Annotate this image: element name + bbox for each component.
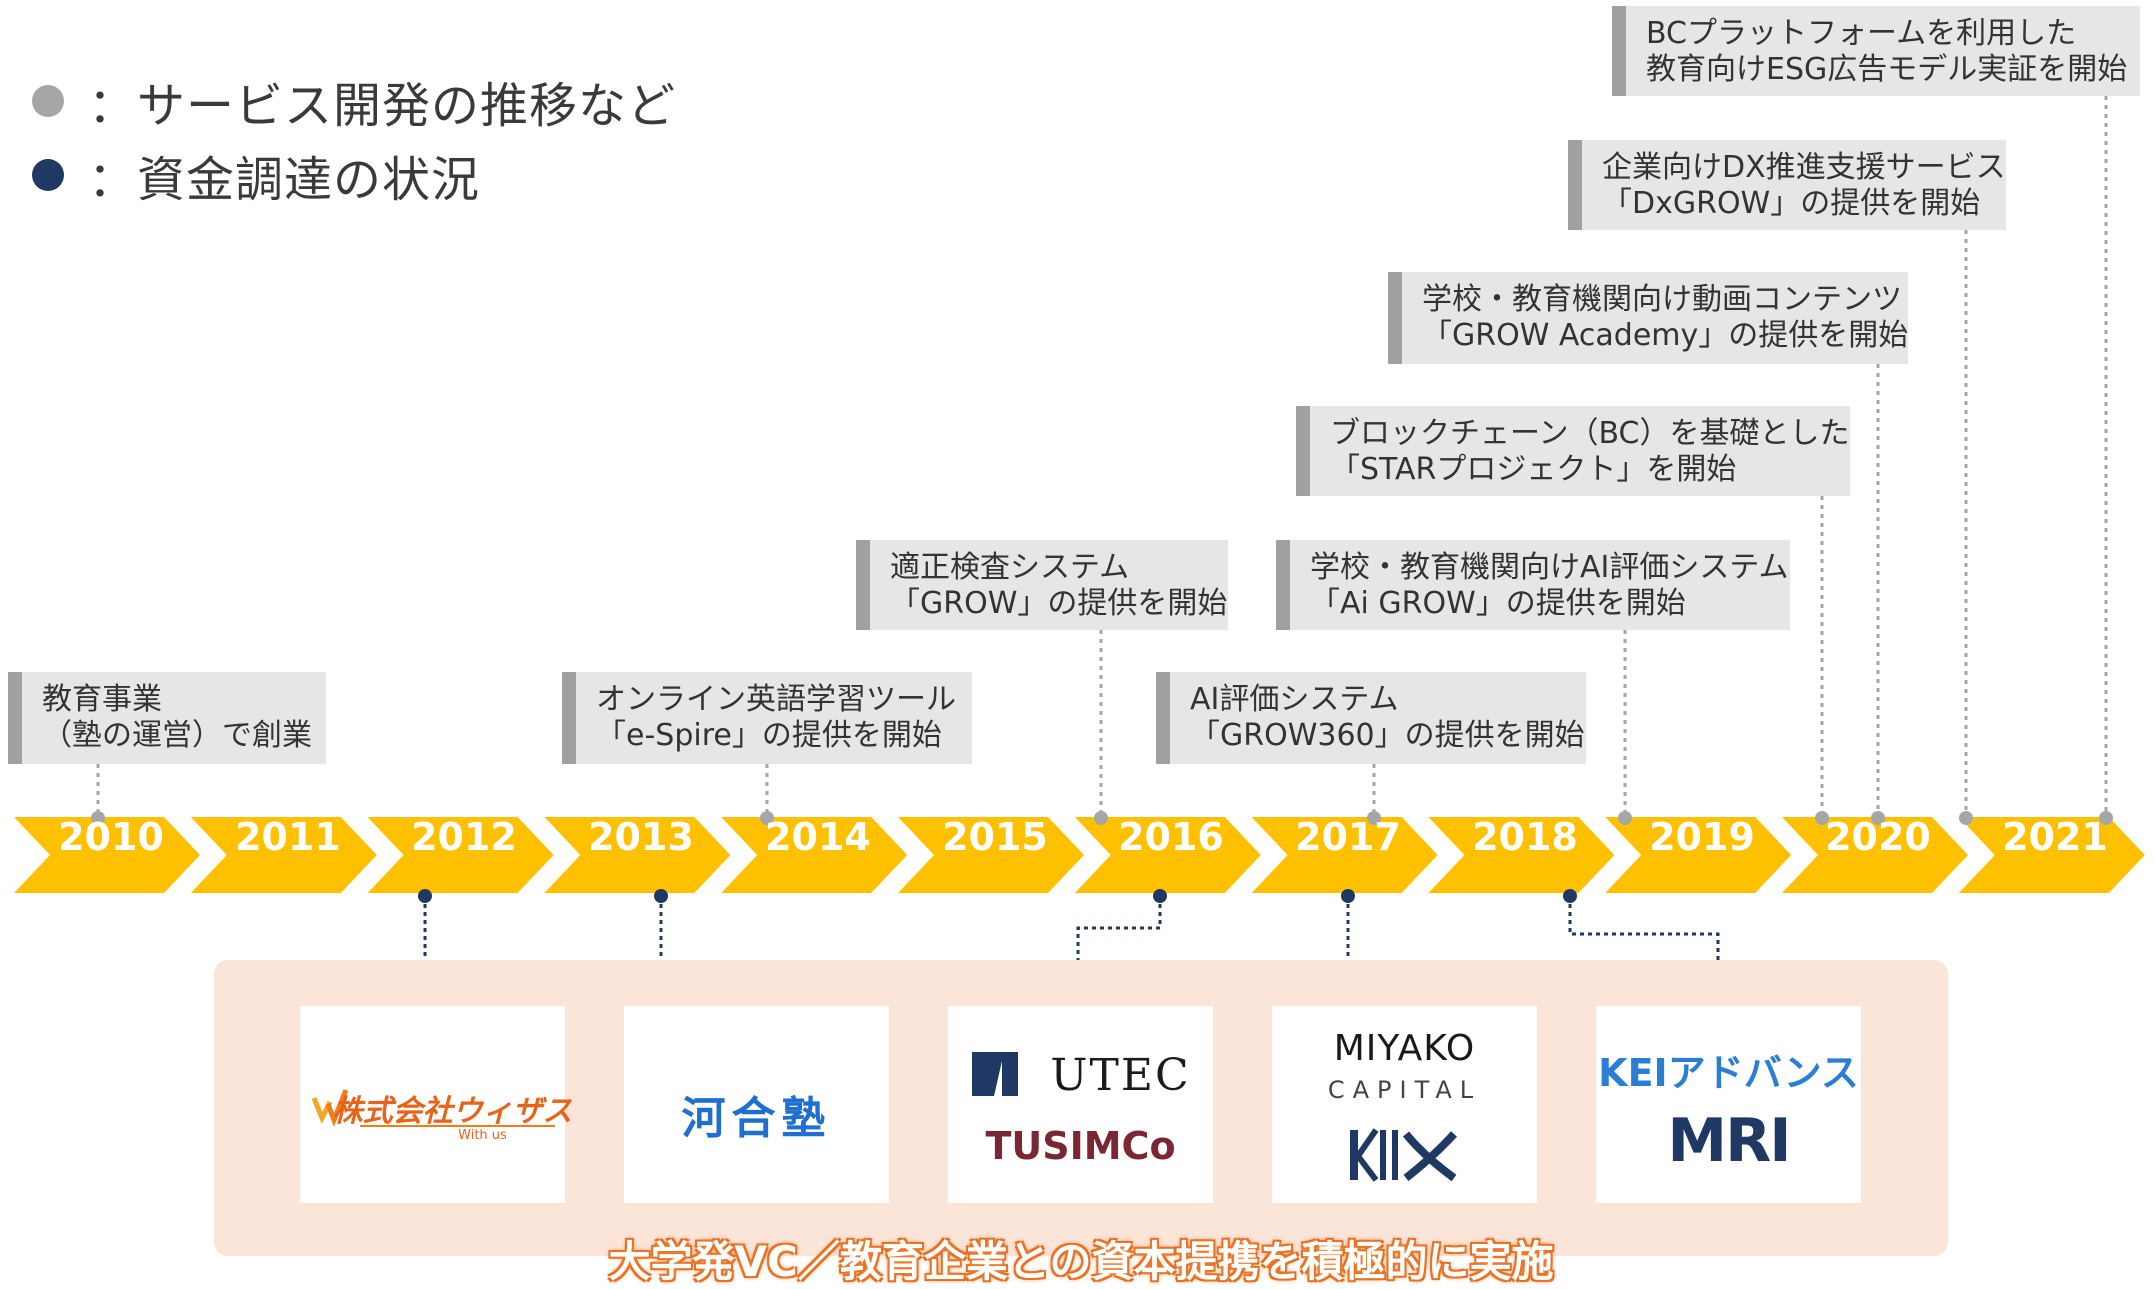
- investor-name: MIYAKO: [1333, 1028, 1476, 1069]
- year-label: 2015: [942, 815, 1048, 859]
- year-arrow: [1428, 817, 1615, 893]
- funding-connector-line: [1568, 896, 1720, 1008]
- investor-name: 河合塾: [681, 1093, 832, 1144]
- event-marker-dot: [1367, 811, 1381, 825]
- event-box-2021: BCプラットフォームを利用した 教育向けESG広告モデル実証を開始: [1612, 6, 2140, 96]
- year-label: 2010: [58, 815, 164, 859]
- investor-card-kei: KEIアドバンス MRI: [1596, 1006, 1861, 1203]
- investor-name: 株式会社ウィザス: [332, 1094, 573, 1129]
- legend-service-label: ：サービス開発の推移など: [88, 78, 677, 134]
- withus-logo-icon: [311, 1089, 555, 1127]
- year-arrow: [1605, 817, 1792, 893]
- legend-funding-item: ：資金調達の状況: [32, 140, 480, 210]
- year-arrow: [190, 817, 377, 893]
- investor-sub: CAPITAL: [1327, 1076, 1482, 1104]
- investor-card-miyako: MIYAKO CAPITAL: [1272, 1006, 1537, 1203]
- event-line: オンライン英語学習ツール: [596, 682, 956, 717]
- year-label: 2012: [411, 815, 517, 859]
- event-line: 「GROW」の提供を開始: [890, 586, 1228, 621]
- year-arrow: [1958, 817, 2145, 893]
- event-line: BCプラットフォームを利用した: [1646, 16, 2077, 51]
- year-label: 2016: [1118, 815, 1224, 859]
- navy-dot-icon: [32, 159, 64, 191]
- event-marker-dot: [1871, 811, 1885, 825]
- event-box-2017: AI評価システム 「GROW360」の提供を開始: [1156, 672, 1586, 764]
- year-arrows: [14, 817, 2145, 893]
- event-box-2019-ai-grow: 学校・教育機関向けAI評価システム 「Ai GROW」の提供を開始: [1276, 540, 1790, 630]
- event-line: AI評価システム: [1190, 682, 1399, 717]
- investor-card-kawaijuku: 河合塾: [624, 1006, 889, 1203]
- event-line: 学校・教育機関向けAI評価システム: [1310, 550, 1789, 585]
- event-connectors: [91, 96, 2113, 825]
- gray-dot-icon: [32, 85, 64, 117]
- event-line: 適正検査システム: [890, 550, 1130, 585]
- event-line: 学校・教育機関向け動画コンテンツ: [1422, 282, 1902, 317]
- year-arrow: [721, 817, 908, 893]
- year-arrow: [898, 817, 1084, 893]
- investor-sub: With us: [458, 1128, 507, 1143]
- year-label: 2019: [1649, 815, 1755, 859]
- event-marker-dot: [760, 811, 774, 825]
- event-marker-dot: [91, 811, 105, 825]
- year-arrow: [1074, 817, 1261, 893]
- investor-sub: MRI: [1667, 1106, 1791, 1176]
- year-arrow: [1251, 817, 1438, 893]
- event-box-2010: 教育事業 （塾の運営）で創業: [8, 672, 326, 764]
- event-line: 企業向けDX推進支援サービス: [1602, 150, 2006, 185]
- event-marker-dot: [1815, 811, 1829, 825]
- year-arrow: [544, 817, 731, 893]
- funding-marker-dot: [1563, 889, 1577, 903]
- funding-marker-dot: [1153, 889, 1167, 903]
- event-marker-dot: [1094, 811, 1108, 825]
- event-box-2019-star: ブロックチェーン（BC）を基礎とした 「STARプロジェクト」を開始: [1296, 406, 1850, 496]
- investor-name: KEIアドバンス: [1598, 1051, 1859, 1095]
- event-box-2020-dxgrow: 企業向けDX推進支援サービス 「DxGROW」の提供を開始: [1568, 140, 2006, 230]
- funding-marker-dot: [418, 889, 432, 903]
- event-line: （塾の運営）で創業: [42, 718, 312, 753]
- investor-name: UTEC: [1050, 1050, 1191, 1101]
- event-line: 「STARプロジェクト」を開始: [1330, 452, 1737, 487]
- kii-logo-icon: [1350, 1128, 1457, 1182]
- event-marker-dot: [2099, 811, 2113, 825]
- funding-caption: 大学発VC／教育企業との資本提携を積極的に実施: [608, 1237, 1554, 1286]
- year-label: 2014: [765, 815, 871, 859]
- investor-card-utec: UTEC TUSIMCo: [948, 1006, 1213, 1203]
- utec-mark-icon: [972, 1052, 1018, 1096]
- event-marker-dot: [1959, 811, 1973, 825]
- event-box-2014: オンライン英語学習ツール 「e-Spire」の提供を開始: [562, 672, 972, 764]
- year-label: 2013: [588, 815, 694, 859]
- year-label: 2018: [1472, 815, 1578, 859]
- year-arrow: [1782, 817, 1968, 893]
- year-arrow: [367, 817, 554, 893]
- event-box-2016: 適正検査システム 「GROW」の提供を開始: [856, 540, 1228, 630]
- year-label: 2021: [2002, 815, 2108, 859]
- funding-marker-dot: [654, 889, 668, 903]
- event-line: 「e-Spire」の提供を開始: [596, 718, 942, 753]
- event-box-2020-academy: 学校・教育機関向け動画コンテンツ 「GROW Academy」の提供を開始: [1388, 272, 1908, 364]
- event-line: 教育事業: [42, 682, 162, 717]
- event-line: 「DxGROW」の提供を開始: [1602, 186, 1981, 221]
- event-line: 「GROW360」の提供を開始: [1190, 718, 1585, 753]
- year-label: 2011: [235, 815, 341, 859]
- funding-marker-dot: [1341, 889, 1355, 903]
- year-arrow: [14, 817, 200, 893]
- event-marker-dot: [1618, 811, 1632, 825]
- legend-service-item: ：サービス開発の推移など: [32, 66, 676, 136]
- event-line: 「Ai GROW」の提供を開始: [1310, 586, 1686, 621]
- investor-sub: TUSIMCo: [985, 1124, 1176, 1168]
- year-label: 2020: [1825, 815, 1931, 859]
- year-label: 2017: [1295, 815, 1401, 859]
- event-line: 教育向けESG広告モデル実証を開始: [1646, 52, 2128, 87]
- legend-funding-label: ：資金調達の状況: [88, 152, 481, 208]
- event-line: 「GROW Academy」の提供を開始: [1422, 318, 1909, 353]
- investor-card-withus: 株式会社ウィザス With us: [300, 1006, 572, 1203]
- event-line: ブロックチェーン（BC）を基礎とした: [1330, 416, 1850, 451]
